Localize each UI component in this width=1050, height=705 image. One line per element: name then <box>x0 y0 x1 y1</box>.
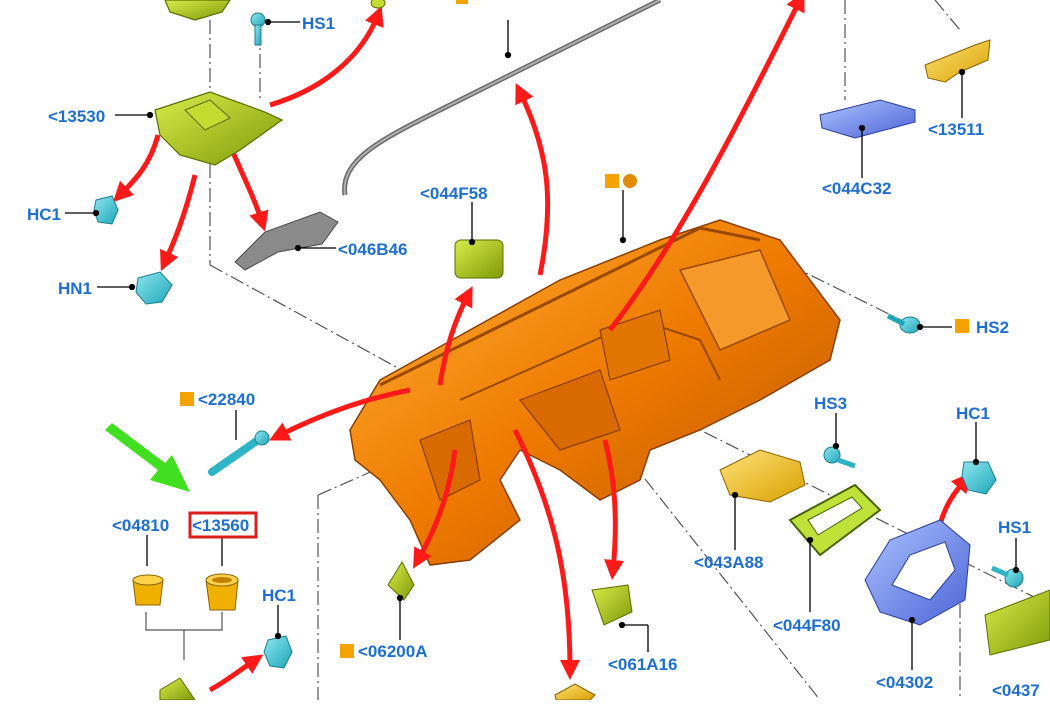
label-04810: <04810 <box>112 516 169 535</box>
label-hs1-right: HS1 <box>998 518 1031 537</box>
bracket-046b46 <box>234 211 339 271</box>
label-hc1-bottom: HC1 <box>262 586 296 605</box>
label-hs2: HS2 <box>976 318 1009 337</box>
part-061a16 <box>591 584 633 626</box>
part-0437 <box>984 589 1050 656</box>
part-bottom-left <box>159 677 196 701</box>
label-hn1: HN1 <box>58 279 92 298</box>
part-bottom-yellow <box>554 683 596 701</box>
part-043a88 <box>719 449 806 503</box>
label-22840: <22840 <box>198 390 255 409</box>
cups-bracket-line <box>145 612 223 660</box>
clip-hn1 <box>135 271 173 305</box>
part-044f58 <box>454 239 504 279</box>
clip-hc1-bottom <box>263 635 293 669</box>
screw-hs1-top <box>250 12 266 46</box>
clip-hc1-left <box>93 195 119 225</box>
label-04302: <04302 <box>876 673 933 692</box>
label-044c32: <044C32 <box>822 179 891 198</box>
trim-strip <box>342 0 662 196</box>
label-0437: <0437 <box>992 681 1040 700</box>
part-labels: HS1 <13530 HC1 HN1 <046B46 <044F58 <044C… <box>27 14 1040 700</box>
part-13511 <box>924 39 991 83</box>
label-046b46: <046B46 <box>338 240 407 259</box>
label-044f80: <044F80 <box>773 616 841 635</box>
highlight-box <box>188 511 258 539</box>
screw-hs2 <box>886 313 921 334</box>
part-04810 <box>132 574 164 606</box>
label-13560: <13560 <box>192 516 249 535</box>
screw-hs3 <box>823 446 856 469</box>
leader-lines <box>65 18 1020 670</box>
dashboard-panel <box>349 219 841 566</box>
bracket-13530 <box>154 91 284 166</box>
screw-22840 <box>208 430 270 476</box>
label-044f58: <044F58 <box>420 184 488 203</box>
label-hs1-top: HS1 <box>302 14 335 33</box>
label-043a88: <043A88 <box>694 553 763 572</box>
label-13511: <13511 <box>928 120 984 139</box>
label-hs3: HS3 <box>814 394 847 413</box>
green-arrow <box>105 423 190 492</box>
label-06200a: <06200A <box>358 642 427 661</box>
bracket-top <box>164 0 231 21</box>
part-13560 <box>205 573 239 611</box>
part-06200a <box>387 560 415 601</box>
screw-hs1-right <box>990 565 1024 588</box>
label-13530: <13530 <box>48 107 105 126</box>
part-04302 <box>864 519 971 626</box>
flag-markers <box>180 0 969 658</box>
red-arrows <box>112 0 972 693</box>
label-061a16: <061A16 <box>608 655 677 674</box>
part-044c32 <box>819 99 916 139</box>
label-hc1-right: HC1 <box>956 404 990 423</box>
clip-hc1-right <box>961 461 997 495</box>
part-044f80 <box>788 483 882 557</box>
label-hc1-left: HC1 <box>27 205 61 224</box>
